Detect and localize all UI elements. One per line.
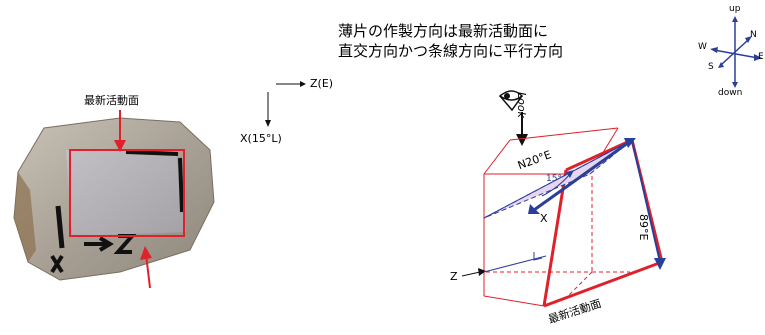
x-axis-label: X(15°L) [240, 132, 282, 145]
z-arrow [461, 271, 481, 277]
eye-icon [498, 90, 524, 112]
x-axis-arrowhead [265, 120, 271, 127]
section-x-label: X [540, 212, 548, 225]
compass-north-label: N [750, 30, 757, 40]
compass-east-label: E [758, 52, 764, 62]
photo-plane-label: 最新活動面 [84, 94, 139, 107]
box-top-back [509, 127, 619, 141]
compass-e-arrowhead [754, 54, 762, 61]
z-axis-label: Z(E) [310, 77, 334, 90]
marker-x-stroke-2 [50, 254, 64, 274]
plane-highlight-box [69, 149, 185, 237]
bottom-pointer-arrow [145, 253, 151, 289]
bottom-pointer-arrowhead [140, 246, 152, 260]
title-line-1: 薄片の作製方向は最新活動面に [338, 22, 549, 40]
compass-south-label: S [708, 62, 714, 72]
z-axis-arrowhead [300, 81, 306, 87]
title-line-2: 直交方向かつ条線方向に平行方向 [338, 42, 564, 60]
compass-down-arrowhead [732, 82, 738, 88]
marker-arrow [84, 236, 114, 252]
plane-edge-left [542, 169, 568, 307]
right-angle-mark [533, 252, 543, 261]
marker-line-left [55, 205, 65, 249]
marker-line-right [178, 157, 184, 213]
compass-down-label: down [718, 88, 743, 98]
angle-arc [541, 173, 571, 197]
dip-arrowhead [654, 258, 666, 270]
compass-west-label: W [698, 42, 707, 52]
angle-label: 15° [546, 174, 562, 184]
z-direction-label: Z [450, 270, 458, 283]
compass-up-label: up [729, 4, 741, 14]
section-plane-top-edge [483, 139, 633, 219]
box-front-bottom [483, 295, 545, 307]
dip-arrow [631, 139, 661, 263]
compass-up-arrowhead [732, 16, 738, 22]
slip-arrowhead-lower [528, 204, 540, 214]
z-arrowhead [478, 268, 486, 276]
plane-edge-top [565, 138, 633, 172]
marker-line-top [125, 150, 179, 156]
compass-we-axis [713, 49, 759, 59]
look-arrowhead [516, 134, 528, 146]
compass-ns-axis [721, 39, 749, 65]
compass-n-arrowhead [745, 36, 752, 43]
rock-plane-surface [66, 150, 186, 236]
compass-s-arrowhead [718, 62, 724, 68]
z-normal-line [483, 255, 547, 273]
compass-w-arrowhead [710, 47, 718, 53]
plane-edge-bottom [543, 260, 663, 308]
slip-arrow [533, 138, 633, 212]
box-top-left-edge [483, 139, 511, 175]
angle-arc-head [566, 170, 574, 178]
plane-label-arrowhead [114, 140, 126, 152]
rock-edge-brown [14, 172, 36, 262]
